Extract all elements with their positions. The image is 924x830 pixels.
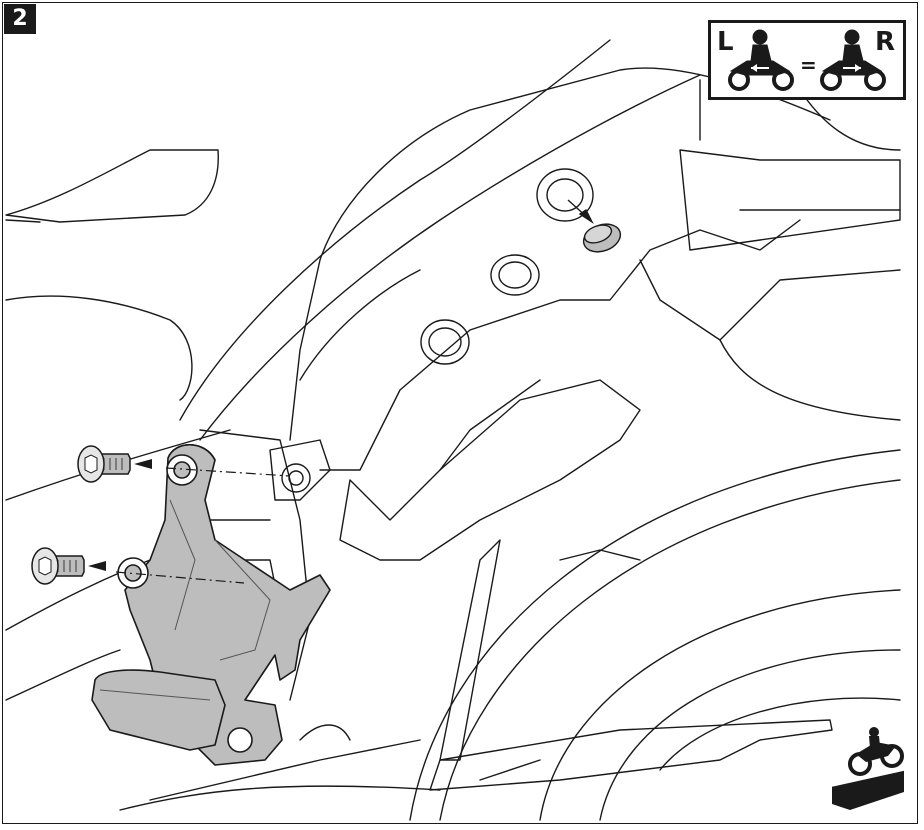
mounting-hole: [420, 319, 470, 365]
left-right-symmetry-motorcycle-icon: [728, 29, 886, 91]
footpeg-bracket: [91, 444, 331, 766]
left-right-orientation-box: L = R: [708, 20, 906, 100]
rubber-cap: [567, 199, 622, 253]
footpeg-pivot: [227, 727, 253, 753]
equals-sign: =: [800, 53, 817, 77]
bolt-lower: [31, 547, 85, 585]
arrow-lower: [88, 561, 106, 571]
right-label: R: [874, 27, 895, 57]
assembly-line-lower: [115, 571, 245, 584]
bolt-upper: [77, 445, 131, 483]
mounting-hole: [490, 254, 540, 296]
arrow-upper: [134, 459, 152, 469]
fairing-panel: [5, 149, 219, 223]
grommet-hole: [536, 168, 594, 222]
chain-guard: [429, 719, 833, 791]
motorcycle-on-stand-icon: [831, 727, 905, 810]
step-number-badge: 2: [4, 4, 36, 34]
side-strut: [439, 539, 501, 761]
frame-boss-upper: [281, 463, 311, 493]
rear-fender: [409, 449, 901, 821]
assembly-line-upper: [165, 467, 291, 477]
left-label: L: [717, 27, 734, 57]
